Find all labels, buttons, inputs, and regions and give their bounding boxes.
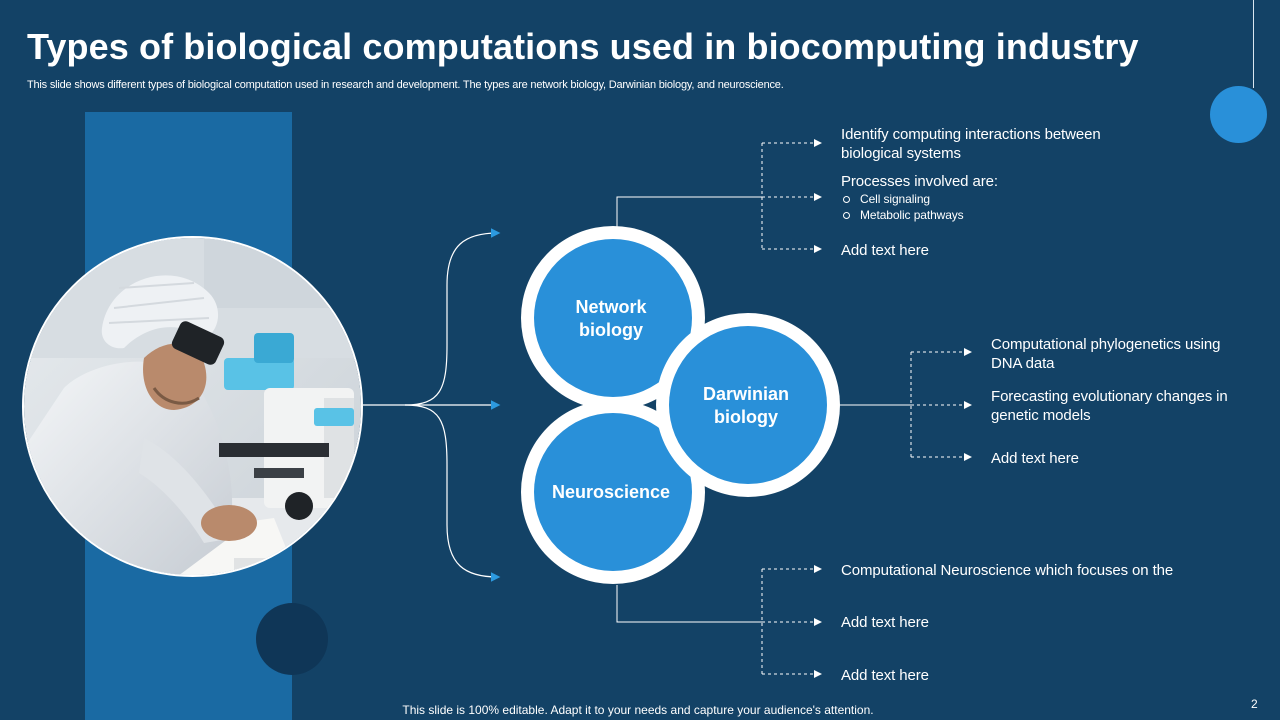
- list-item: Metabolic pathways: [841, 207, 1141, 223]
- decorative-line: [1253, 0, 1254, 88]
- brace-upper: [404, 228, 501, 406]
- footer-note: This slide is 100% editable. Adapt it to…: [0, 703, 1280, 717]
- neuroscience-label: Neuroscience: [541, 481, 681, 504]
- slide-subtitle: This slide shows different types of biol…: [27, 79, 784, 91]
- network-item-3: Add text here: [841, 242, 929, 259]
- circle-neuroscience: [521, 400, 705, 584]
- decorative-dot: [1210, 86, 1267, 143]
- page-number: 2: [1251, 697, 1258, 711]
- footer-text: This slide is 100% editable. Adapt it to…: [402, 703, 874, 717]
- neuroscience-item-2: Add text here: [841, 614, 929, 631]
- network-biology-label: Network biology: [541, 296, 681, 342]
- network-process-list: Cell signaling Metabolic pathways: [841, 191, 1141, 223]
- slide-title: Types of biological computations used in…: [27, 26, 1139, 67]
- darwinian-biology-label: Darwinian biology: [676, 383, 816, 429]
- darwinian-biology-line: Darwinian biology: [702, 384, 790, 427]
- network-item-2: Processes involved are: Cell signaling M…: [841, 172, 1141, 223]
- circle-darwinian-biology: [656, 313, 840, 497]
- neuroscience-line: Neuroscience: [551, 482, 671, 502]
- network-item-1: Identify computing interactions between …: [841, 126, 1101, 162]
- neuroscience-item-3: Add text here: [841, 667, 929, 684]
- list-item: Cell signaling: [841, 191, 1141, 207]
- neuroscience-item-1: Computational Neuroscience which focuses…: [841, 562, 1174, 579]
- darwinian-item-2: Forecasting evolutionary changes in gene…: [991, 388, 1228, 424]
- scientist-microscope-photo: [22, 236, 363, 577]
- decorative-circle: [256, 603, 328, 675]
- darwinian-item-1: Computational phylogenetics using DNA da…: [991, 336, 1221, 372]
- circle-network-biology: [521, 226, 705, 410]
- brace-lower: [404, 404, 501, 582]
- network-biology-line: Network biology: [575, 297, 647, 340]
- network-item-2-text: Processes involved are:: [841, 173, 998, 190]
- darwinian-item-3: Add text here: [991, 450, 1079, 467]
